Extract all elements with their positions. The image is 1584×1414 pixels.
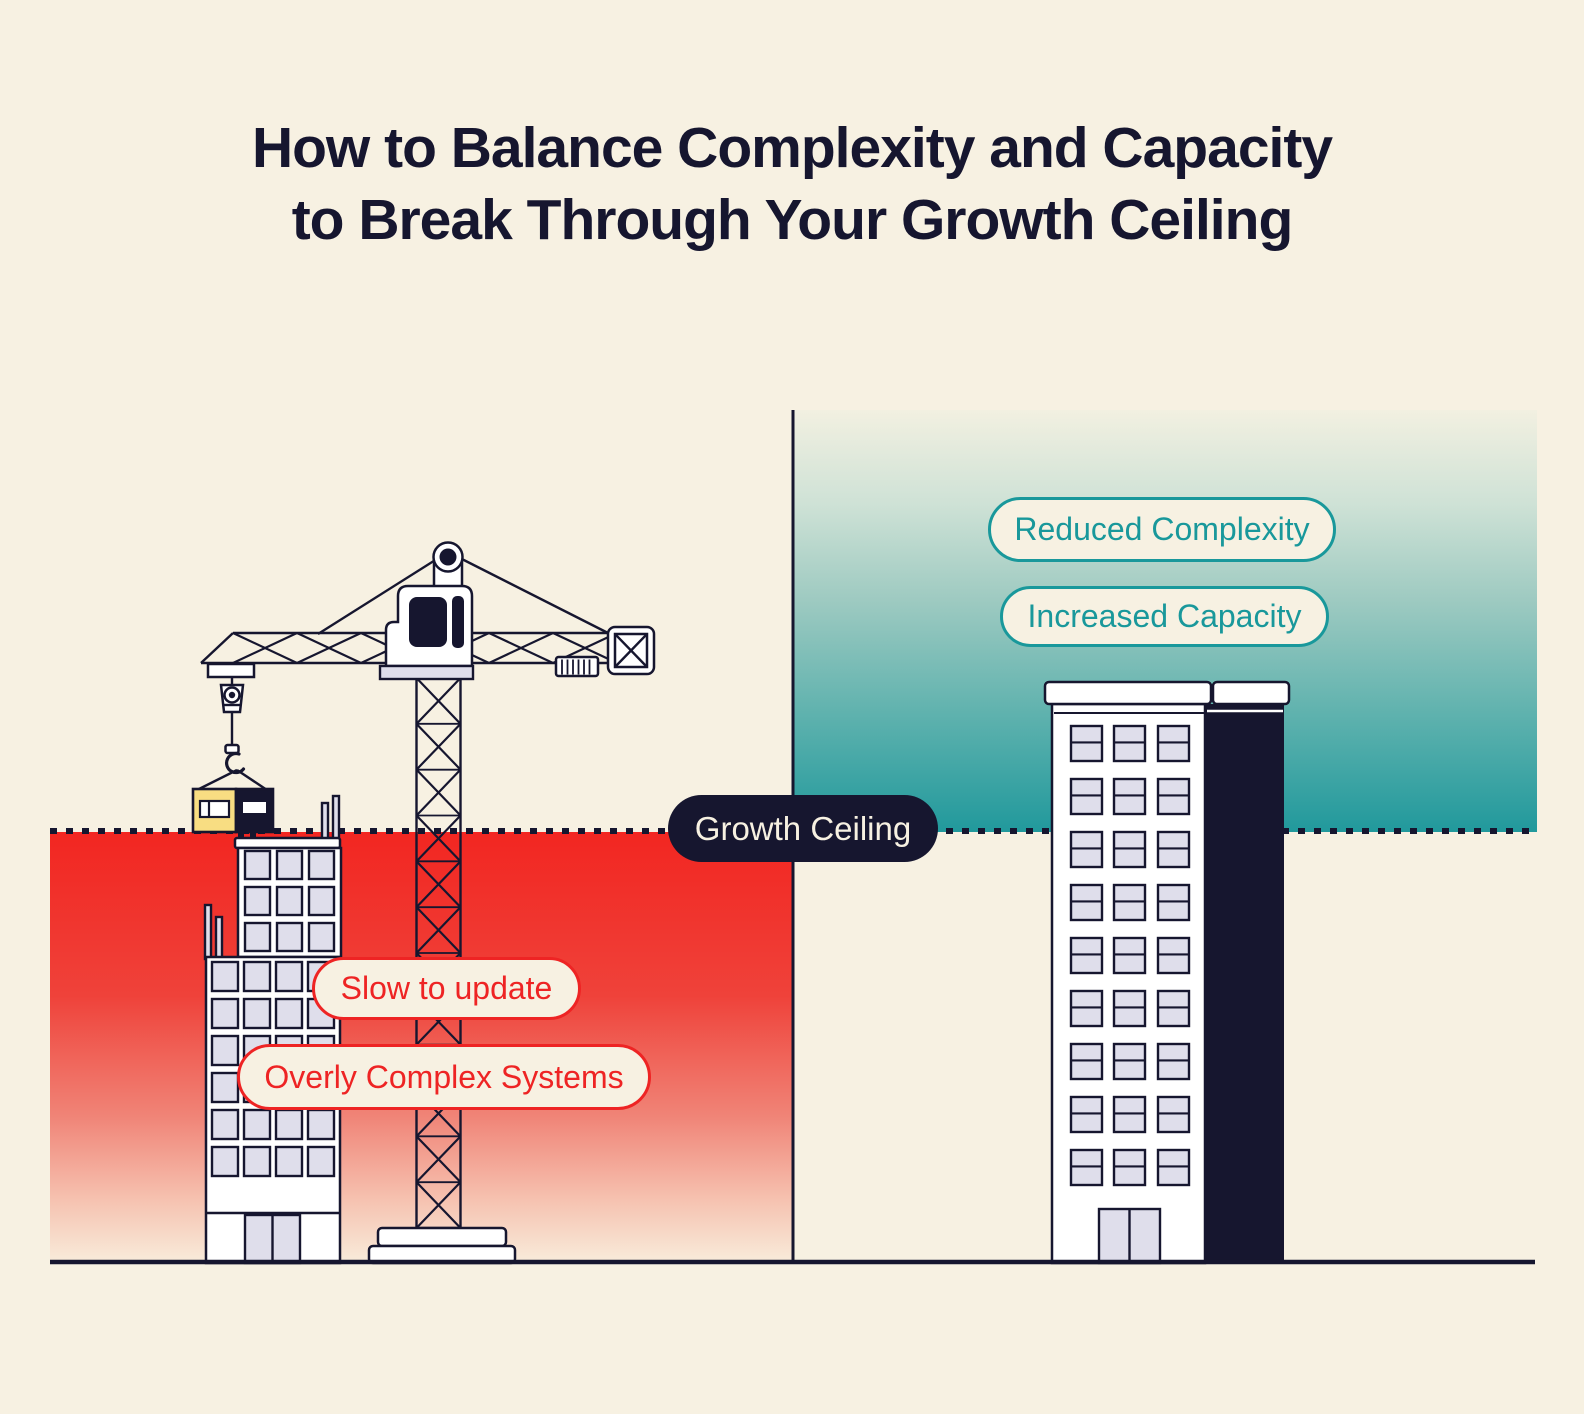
increased-capacity-pill: Increased Capacity: [1000, 586, 1329, 647]
left-building-upper-windows: [243, 849, 336, 953]
right-building-windows: [1069, 724, 1191, 1187]
reduced-complexity-pill: Reduced Complexity: [988, 497, 1336, 562]
left-building-door: [243, 1213, 302, 1265]
crane-ribbed-block: [554, 655, 600, 678]
module-window-left: [198, 799, 231, 819]
slow-to-update-pill: Slow to update: [312, 957, 581, 1020]
crane-sling-lines: [196, 768, 268, 792]
crane-base-upper: [376, 1226, 508, 1248]
right-building-shadow-side: [1205, 704, 1284, 1263]
right-building: [1043, 680, 1291, 1265]
crane-cab: [378, 584, 475, 681]
crane-counterweight: [606, 625, 656, 676]
module-window-right: [241, 800, 268, 815]
cab-window-side: [452, 596, 464, 648]
crane-trolley: [206, 662, 256, 714]
overly-complex-systems-pill: Overly Complex Systems: [237, 1044, 651, 1110]
right-building-roof-cap: [1043, 680, 1213, 706]
crane-hoist-cable: [224, 712, 240, 755]
left-building-under-construction: [203, 794, 343, 1265]
crane-mast-lattice: [415, 677, 462, 1229]
tower-crane: [196, 541, 656, 1265]
slow-to-update-label: Slow to update: [340, 970, 553, 1006]
left-building-roof-slab: [233, 836, 342, 850]
growth-ceiling-pill: Growth Ceiling: [668, 795, 938, 862]
cab-base-band: [378, 664, 475, 681]
page-title: How to Balance Complexity and Capacity to…: [0, 112, 1584, 256]
lifted-building-module: [191, 787, 275, 838]
right-building-door: [1097, 1207, 1162, 1265]
reduced-complexity-label: Reduced Complexity: [1014, 511, 1310, 547]
growth-ceiling-label: Growth Ceiling: [694, 809, 912, 847]
right-building-roof-cap-right: [1211, 680, 1291, 706]
crane-tie-rods: [317, 550, 611, 636]
increased-capacity-label: Increased Capacity: [1027, 598, 1302, 634]
title-line-2: to Break Through Your Growth Ceiling: [291, 188, 1294, 252]
overly-complex-systems-label: Overly Complex Systems: [264, 1058, 624, 1095]
crane-pivot: [432, 541, 464, 594]
cab-window-main: [409, 597, 447, 647]
title-line-1: How to Balance Complexity and Capacity: [251, 116, 1333, 180]
